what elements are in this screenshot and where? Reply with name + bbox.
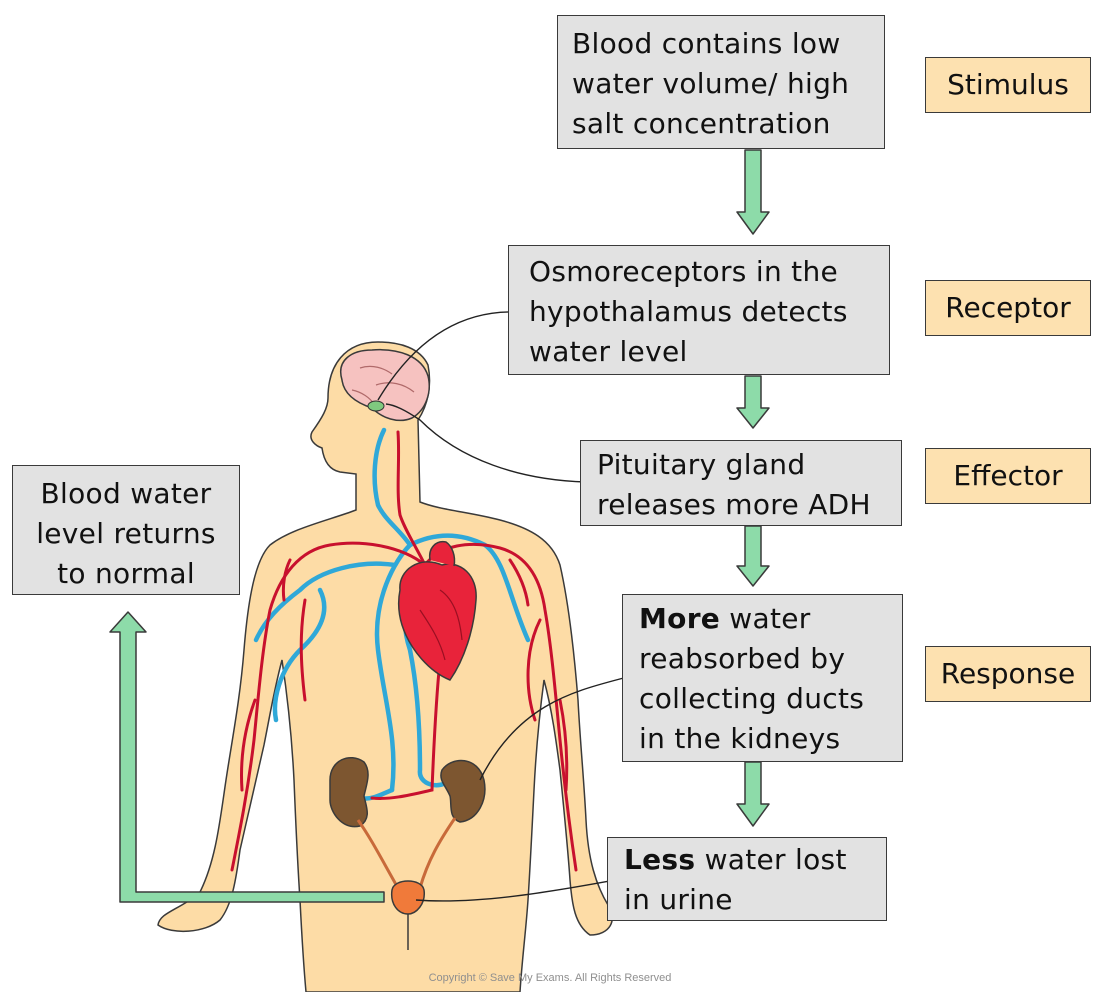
effector-box-line: releases more ADH — [597, 488, 871, 521]
pointer-lines — [377, 311, 632, 902]
arrow-receptor-to-effector — [736, 375, 770, 429]
return-box-line: Blood water — [40, 477, 212, 510]
return-to-normal-box: Blood water level returns to normal — [12, 465, 240, 595]
left-kidney — [329, 757, 369, 828]
pituitary-gland — [367, 400, 385, 412]
arrow-return-to-normal — [109, 611, 385, 903]
stimulus-box: Blood contains low water volume/ high sa… — [557, 15, 885, 149]
arteries — [230, 430, 578, 872]
return-box-line: to normal — [57, 557, 195, 590]
right-kidney — [440, 759, 486, 823]
receptor-box-line: hypothalamus detects — [529, 295, 848, 328]
response-box: More water reabsorbed by collecting duct… — [622, 594, 903, 762]
response-label: Response — [925, 646, 1091, 702]
arrow-effector-to-response — [736, 525, 770, 587]
urine-box: Less water lost in urine — [607, 837, 887, 921]
response-emphasis: More — [639, 602, 721, 635]
ureters — [356, 817, 457, 889]
response-box-line: collecting ducts — [639, 682, 865, 715]
stimulus-label: Stimulus — [925, 57, 1091, 113]
receptor-box-line: water level — [529, 335, 688, 368]
receptor-label: Receptor — [925, 280, 1091, 336]
urine-box-first-line: Less water lost — [624, 840, 886, 880]
receptor-box-line: Osmoreceptors in the — [529, 255, 839, 288]
stimulus-box-line: Blood contains low — [572, 27, 841, 60]
flow-arrows — [109, 149, 770, 903]
urine-emphasis: Less — [624, 843, 696, 876]
bladder — [390, 880, 425, 915]
receptor-box: Osmoreceptors in the hypothalamus detect… — [508, 245, 890, 375]
response-box-line: reabsorbed by — [639, 642, 846, 675]
return-box-line: level returns — [36, 517, 216, 550]
arrow-stimulus-to-receptor — [736, 149, 770, 235]
urine-box-line: in urine — [624, 883, 733, 916]
copyright-notice: Copyright © Save My Exams. All Rights Re… — [428, 972, 672, 984]
effector-box-line: Pituitary gland — [597, 448, 806, 481]
urine-first-rest: water lost — [695, 843, 847, 876]
effector-label: Effector — [925, 448, 1091, 504]
effector-box: Pituitary gland releases more ADH — [580, 440, 902, 526]
stimulus-box-line: salt concentration — [572, 107, 831, 140]
heart — [397, 540, 477, 681]
stimulus-box-line: water volume/ high — [572, 67, 850, 100]
response-first-rest: water — [720, 602, 811, 635]
arrow-response-to-urine — [736, 761, 770, 827]
response-box-line: in the kidneys — [639, 722, 841, 755]
response-box-first-line: More water — [639, 599, 902, 639]
